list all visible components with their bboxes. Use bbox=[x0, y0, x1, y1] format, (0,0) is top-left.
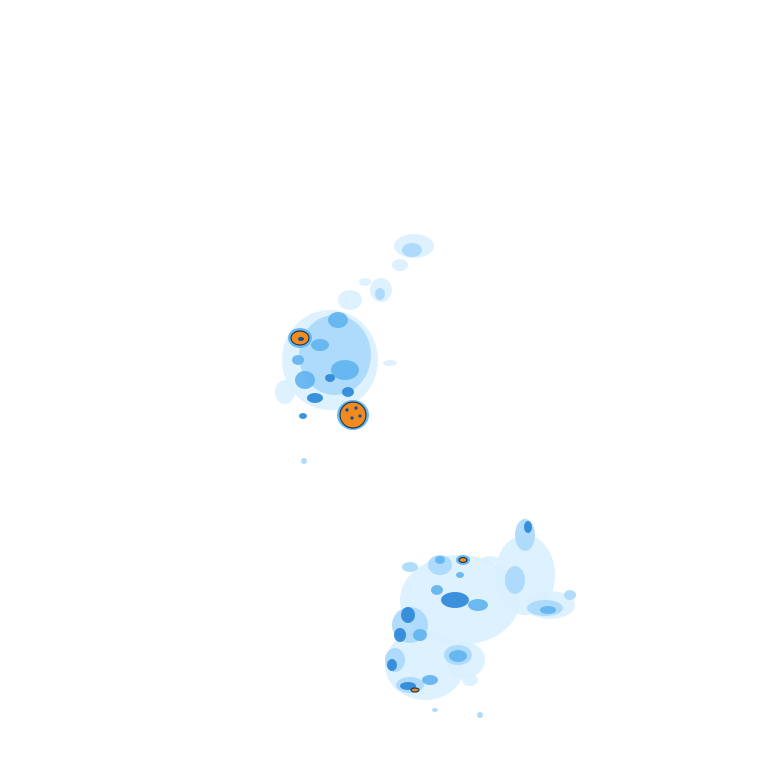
precip-cell bbox=[275, 380, 295, 404]
precip-cell bbox=[456, 572, 464, 578]
precip-cell bbox=[295, 371, 315, 389]
precip-cell bbox=[477, 712, 483, 718]
precip-cell bbox=[482, 556, 498, 564]
precip-cell bbox=[345, 408, 349, 412]
precip-cell bbox=[505, 566, 525, 594]
intense-cell bbox=[410, 687, 420, 693]
precip-cell bbox=[435, 556, 445, 564]
intense-cell bbox=[339, 401, 367, 429]
precip-cell bbox=[338, 290, 362, 310]
precip-cell bbox=[298, 337, 304, 341]
precip-cell bbox=[307, 393, 323, 403]
precip-cell bbox=[292, 355, 304, 365]
precip-cell bbox=[301, 458, 307, 464]
precip-cell bbox=[342, 387, 354, 397]
precip-cell bbox=[428, 555, 452, 575]
precip-cell bbox=[375, 288, 385, 300]
precip-cell bbox=[299, 413, 307, 419]
precip-cell bbox=[358, 414, 362, 418]
precip-cell bbox=[413, 629, 427, 641]
precip-cell bbox=[331, 360, 359, 380]
precip-cell bbox=[422, 675, 438, 685]
precip-cluster-south bbox=[385, 519, 576, 718]
precip-cell bbox=[402, 562, 418, 572]
precip-cell bbox=[383, 360, 397, 366]
precip-cell bbox=[449, 650, 467, 662]
precip-cell bbox=[524, 521, 532, 533]
precip-cell bbox=[354, 406, 358, 410]
precip-cell bbox=[392, 259, 408, 271]
precip-cell bbox=[432, 708, 438, 712]
intense-cell bbox=[458, 556, 468, 564]
precip-cell bbox=[540, 606, 556, 614]
precip-cell bbox=[462, 674, 478, 686]
precip-cell bbox=[387, 659, 397, 671]
precip-cell bbox=[325, 374, 335, 382]
precip-cell bbox=[350, 416, 354, 420]
precip-cell bbox=[431, 585, 443, 595]
precip-cell bbox=[359, 278, 371, 286]
precip-cell bbox=[394, 628, 406, 642]
precip-cluster-north bbox=[275, 234, 434, 464]
precip-cell bbox=[328, 312, 348, 328]
precip-cell bbox=[401, 607, 415, 623]
precip-cell bbox=[564, 590, 576, 600]
precip-cell bbox=[468, 599, 488, 611]
precip-cell bbox=[311, 339, 329, 351]
precip-cell bbox=[441, 592, 469, 608]
precip-cell bbox=[402, 243, 422, 257]
